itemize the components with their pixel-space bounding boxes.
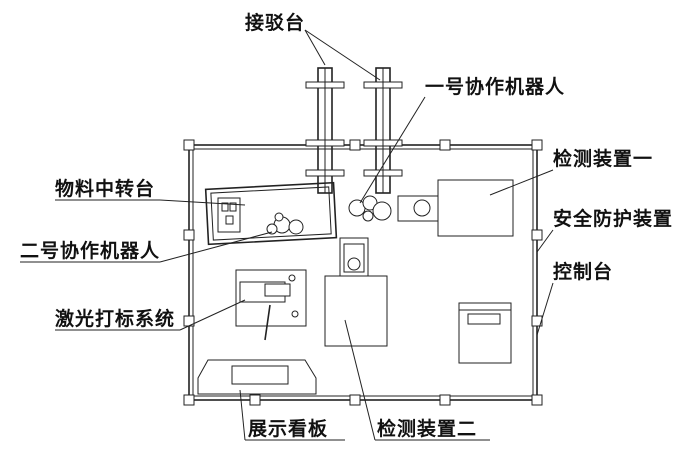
turntable-drawing bbox=[204, 181, 338, 246]
label-inspection-one: 检测装置一 bbox=[553, 148, 654, 170]
label-display-board: 展示看板 bbox=[248, 418, 329, 440]
docking-station-drawing bbox=[305, 67, 403, 194]
leader-lines bbox=[20, 29, 554, 441]
label-inspection-two: 检测装置二 bbox=[377, 418, 478, 440]
laser-marking-drawing bbox=[235, 269, 307, 341]
label-robot-one: 一号协作机器人 bbox=[425, 76, 566, 98]
inspection-one-drawing bbox=[397, 179, 514, 237]
robot-one-drawing bbox=[348, 195, 392, 222]
label-safety-guard: 安全防护装置 bbox=[553, 208, 674, 230]
inspection-two-drawing bbox=[324, 237, 388, 347]
control-console-drawing bbox=[458, 302, 512, 364]
display-board-drawing bbox=[197, 359, 317, 395]
label-laser-marking: 激光打标系统 bbox=[55, 308, 176, 330]
label-control-console: 控制台 bbox=[553, 261, 614, 283]
label-robot-two: 二号协作机器人 bbox=[20, 240, 161, 262]
safety-fence bbox=[183, 139, 543, 406]
label-docking-station: 接驳台 bbox=[245, 12, 306, 34]
label-material-turntable: 物料中转台 bbox=[55, 178, 156, 200]
